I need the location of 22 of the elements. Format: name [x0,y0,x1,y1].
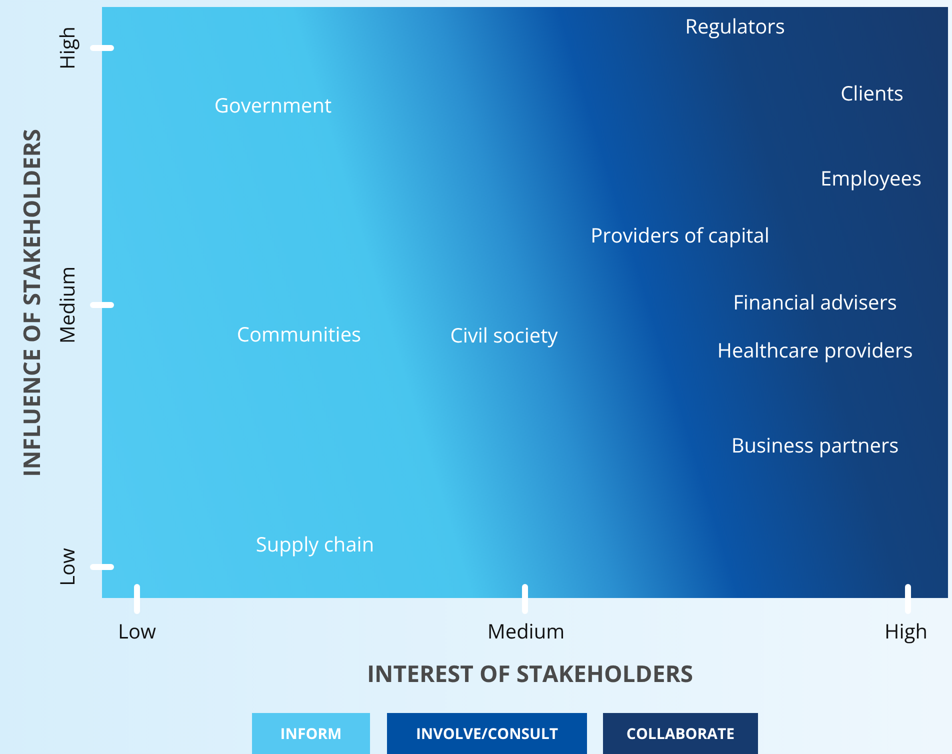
stakeholder-label: Civil society [450,322,558,348]
tick-label: High [54,26,80,70]
legend-label: COLLABORATE [626,724,735,744]
stakeholder-label: Regulators [685,12,785,40]
stakeholder-label: Providers of capital [590,222,770,248]
legend-label: INFORM [280,724,342,744]
tick-label: Low [54,548,80,586]
stakeholder-label: Financial advisers [733,288,897,316]
axis-title: INFLUENCE OF STAKEHOLDERS [15,129,47,477]
axis-title: INTEREST OF STAKEHOLDERS [366,657,694,689]
tick-label: Medium [487,618,565,644]
tick-label: Low [118,618,156,644]
legend-label: INVOLVE/CONSULT [416,724,558,744]
tick-label: Medium [54,266,80,344]
tick-label: High [884,618,928,644]
stakeholder-label: Employees [820,164,922,192]
stakeholder-label: Government [214,92,332,118]
stakeholder-label: Supply chain [256,530,374,558]
stakeholder-label: Communities [236,320,362,348]
stakeholder-label: Business partners [731,432,899,458]
stakeholder-label: Healthcare providers [717,336,913,364]
stakeholder-label: Clients [840,80,904,106]
